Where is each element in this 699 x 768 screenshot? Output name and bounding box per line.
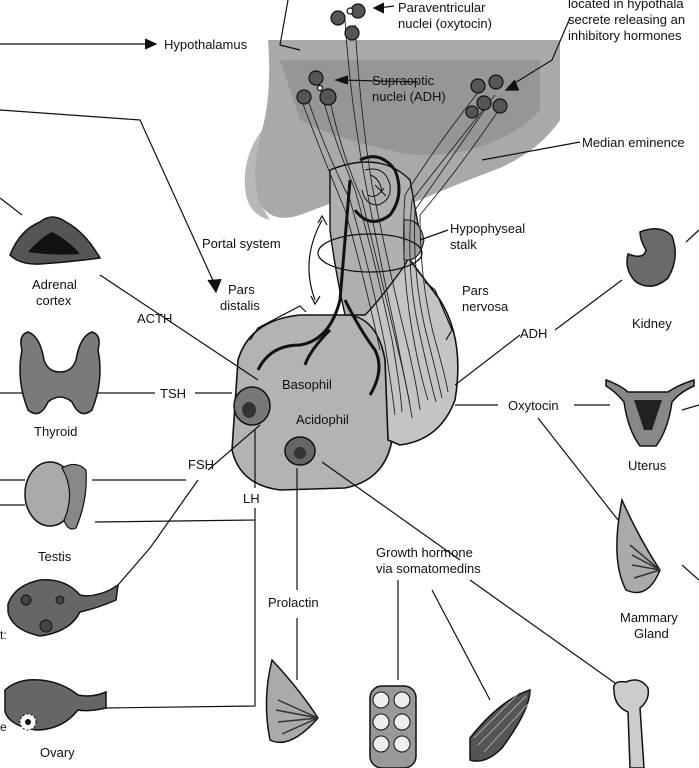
- hypophyseal-label: Hypophyseal: [450, 221, 525, 236]
- mammary-gland-icon: [616, 497, 661, 594]
- supraoptic-label: Supraoptic: [372, 73, 435, 88]
- pars-nervosa-sub-label: nervosa: [462, 299, 509, 314]
- adrenal-cortex-icon: [9, 216, 102, 265]
- fat-cells-icon: [369, 685, 417, 768]
- basophil-cell: [233, 386, 271, 426]
- thyroid-label: Thyroid: [34, 424, 77, 439]
- pituitary-gland: [231, 161, 459, 491]
- paraventricular-sub-label: nuclei (oxytocin): [398, 16, 492, 31]
- paraventricular-label: Paraventricular: [398, 0, 486, 15]
- neurons-label-line3: inhibitory hormones: [568, 28, 682, 43]
- testis-icon: [24, 461, 87, 530]
- median-eminence-label: Median eminence: [582, 135, 685, 150]
- kidney-label: Kidney: [632, 316, 672, 331]
- bone-icon: [613, 679, 650, 768]
- adrenal-sub-label: cortex: [36, 293, 72, 308]
- supraoptic-cells: [296, 70, 337, 106]
- neurons-label-line1: located in hypothala: [568, 0, 684, 11]
- adrenal-label: Adrenal: [32, 277, 77, 292]
- uterus-icon: [605, 378, 695, 447]
- basophil-label: Basophil: [282, 377, 332, 392]
- neurons-label-line2: secrete releasing an: [568, 12, 685, 27]
- growth-hormone-sub-label: via somatomedins: [376, 561, 481, 576]
- edge-fragment-e: e: [0, 720, 7, 734]
- uterus-label: Uterus: [628, 458, 667, 473]
- stalk-ring: [317, 233, 423, 273]
- pars-distalis-sub-label: distalis: [220, 298, 260, 313]
- hypothalamus-label: Hypothalamus: [164, 37, 248, 52]
- portal-arrow: [308, 214, 328, 306]
- pars-nervosa-bracket: [424, 281, 453, 341]
- tsh-label: TSH: [160, 386, 186, 401]
- ovary-icon-upper: [7, 579, 119, 637]
- testis-label: Testis: [38, 549, 72, 564]
- fsh-label: FSH: [188, 457, 214, 472]
- mammary-label: Mammary: [620, 610, 678, 625]
- lh-label: LH: [243, 491, 260, 506]
- growth-hormone-label: Growth hormone: [376, 545, 473, 560]
- supraoptic-sub-label: nuclei (ADH): [372, 89, 446, 104]
- breast-icon: [265, 658, 319, 744]
- acth-label: ACTH: [137, 311, 172, 326]
- adh-label: ADH: [520, 326, 547, 341]
- neuron-axons: [299, 19, 501, 419]
- acidophil-cell: [284, 436, 316, 466]
- portal-vessels: [256, 155, 401, 396]
- diagram-labels: Hypothalamus Paraventricular nuclei (oxy…: [0, 0, 685, 760]
- paraventricular-cells: [330, 3, 366, 41]
- pars-distalis-label: Pars: [228, 282, 255, 297]
- pars-distalis-bracket: [249, 305, 307, 341]
- portal-capillaries: [361, 168, 391, 206]
- kidney-icon: [626, 228, 676, 287]
- ovary-label: Ovary: [40, 745, 75, 760]
- prolactin-label: Prolactin: [268, 595, 319, 610]
- muscle-icon: [469, 688, 531, 762]
- pars-nervosa-label: Pars: [462, 283, 489, 298]
- ovary-icon: [4, 678, 107, 731]
- mammary-sub-label: Gland: [634, 626, 669, 641]
- releasing-neuron-cells: [465, 74, 508, 119]
- oxytocin-label: Oxytocin: [508, 398, 559, 413]
- acidophil-label: Acidophil: [296, 412, 349, 427]
- edge-fragment-t: t:: [0, 628, 7, 642]
- hypophyseal-sub-label: stalk: [450, 237, 477, 252]
- portal-system-label: Portal system: [202, 236, 281, 251]
- thyroid-icon: [19, 331, 101, 415]
